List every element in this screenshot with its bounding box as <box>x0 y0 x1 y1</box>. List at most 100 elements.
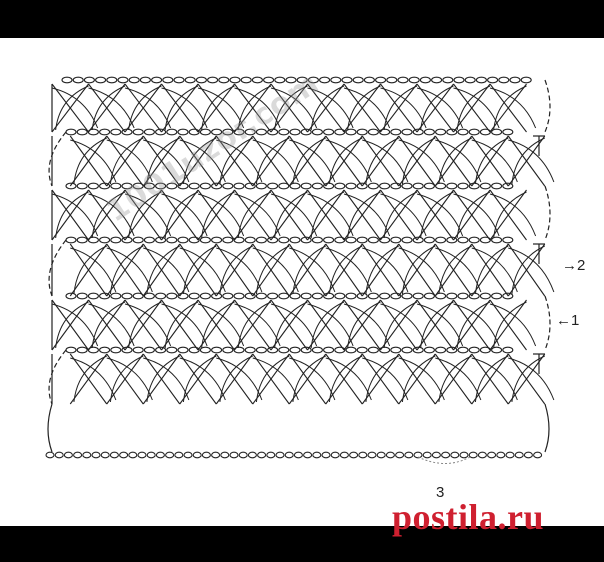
stitch-curve <box>109 355 144 403</box>
chain-stitch <box>143 182 155 190</box>
chain-stitch <box>207 76 219 84</box>
chain-stitch <box>397 76 409 84</box>
stitch-curve <box>146 245 180 295</box>
foundation-chain <box>496 451 506 459</box>
stitch-curve <box>70 139 117 183</box>
turning-chain <box>48 349 67 405</box>
stitch-curve <box>274 191 308 239</box>
chain-stitch <box>401 292 413 300</box>
stitch-cross <box>453 189 491 241</box>
stitch-curve <box>161 87 208 129</box>
stitch-curve <box>420 191 454 239</box>
foundation-chain <box>247 451 257 459</box>
stitch-cross <box>288 243 327 297</box>
stitch-curve <box>365 245 399 295</box>
stitch-curve <box>197 303 245 347</box>
stitch-curve <box>197 87 245 129</box>
stitch-curve <box>380 303 427 347</box>
chain-stitch <box>76 128 88 136</box>
foundation-chain <box>487 451 497 459</box>
chain-stitch <box>423 182 435 190</box>
stitch-cross <box>252 243 290 297</box>
foundation-chain <box>468 451 478 459</box>
stitch-curve <box>489 303 537 347</box>
stitch-curve <box>307 193 354 237</box>
chain-stitch <box>65 182 77 190</box>
chain-stitch <box>110 292 122 300</box>
chain-stitch <box>311 128 323 136</box>
foundation-chain <box>201 451 211 459</box>
chain-stitch <box>435 236 447 244</box>
chain-stitch <box>431 76 443 84</box>
stitch-curve <box>343 87 391 129</box>
stitch-curve <box>255 245 290 295</box>
stitch-curve <box>328 355 363 403</box>
chain-stitch <box>479 236 491 244</box>
chain-stitch <box>199 236 211 244</box>
chain-stitch <box>177 128 189 136</box>
foundation-chain <box>54 451 64 459</box>
chain-stitch <box>99 182 111 190</box>
chain-stitch <box>222 128 234 136</box>
stitch-cross <box>215 353 254 405</box>
stitch-curve <box>365 355 399 403</box>
stitch-cross <box>106 243 144 297</box>
chain-stitch <box>177 236 189 244</box>
stitch-cross <box>307 299 345 351</box>
stitch-curve <box>219 245 253 295</box>
stitch-curve <box>270 303 318 347</box>
stitch-cross <box>489 83 527 133</box>
stitch-curve <box>234 193 281 237</box>
stitch-curve <box>511 137 545 185</box>
stitch-cross <box>343 189 381 241</box>
chain-stitch <box>491 182 503 190</box>
chain-stitch <box>195 76 207 84</box>
foundation-chain <box>137 451 147 459</box>
chain-stitch <box>255 182 267 190</box>
stitch-cross <box>124 299 162 351</box>
chain-stitch <box>323 128 335 136</box>
stitch-cross <box>288 135 327 187</box>
stitch-curve <box>347 85 381 131</box>
stitch-curve <box>143 139 190 183</box>
stitch-curve <box>255 137 290 185</box>
foundation-chain <box>146 451 156 459</box>
stitch-cross <box>179 243 217 297</box>
stitch-curve <box>274 301 308 349</box>
stitch-curve <box>420 85 454 131</box>
chain-stitch <box>155 236 167 244</box>
stitch-cross <box>307 189 345 241</box>
chain-stitch <box>475 76 487 84</box>
chain-stitch <box>367 182 379 190</box>
chain-stitch <box>255 128 267 136</box>
chain-stitch <box>457 292 469 300</box>
chain-stitch <box>177 182 189 190</box>
chain-stitch <box>199 292 211 300</box>
stitch-curve <box>456 85 491 131</box>
stitch-curve <box>179 139 226 183</box>
stitch-cross <box>179 353 217 405</box>
chain-stitch <box>334 292 346 300</box>
chain-stitch <box>87 128 99 136</box>
stitch-curve <box>70 357 117 401</box>
chain-stitch <box>244 182 256 190</box>
stitch-curve <box>398 139 445 183</box>
stitch-cross <box>270 299 308 351</box>
foundation-chain <box>367 451 377 459</box>
chain-stitch <box>110 236 122 244</box>
stitch-cross <box>51 299 89 351</box>
stitch-curve <box>219 137 253 185</box>
chain-stitch <box>442 76 454 84</box>
stitch-curve <box>307 87 354 129</box>
foundation-chain <box>450 451 460 459</box>
chain-stitch <box>345 346 357 354</box>
chain-stitch <box>143 292 155 300</box>
chain-stitch <box>184 76 196 84</box>
stitch-cross <box>51 83 89 133</box>
chain-stitch <box>300 236 312 244</box>
chain-stitch <box>311 182 323 190</box>
stitch-curve <box>508 357 555 401</box>
chain-stitch <box>278 346 290 354</box>
foundation-chain <box>395 451 405 459</box>
chain-stitch <box>155 292 167 300</box>
